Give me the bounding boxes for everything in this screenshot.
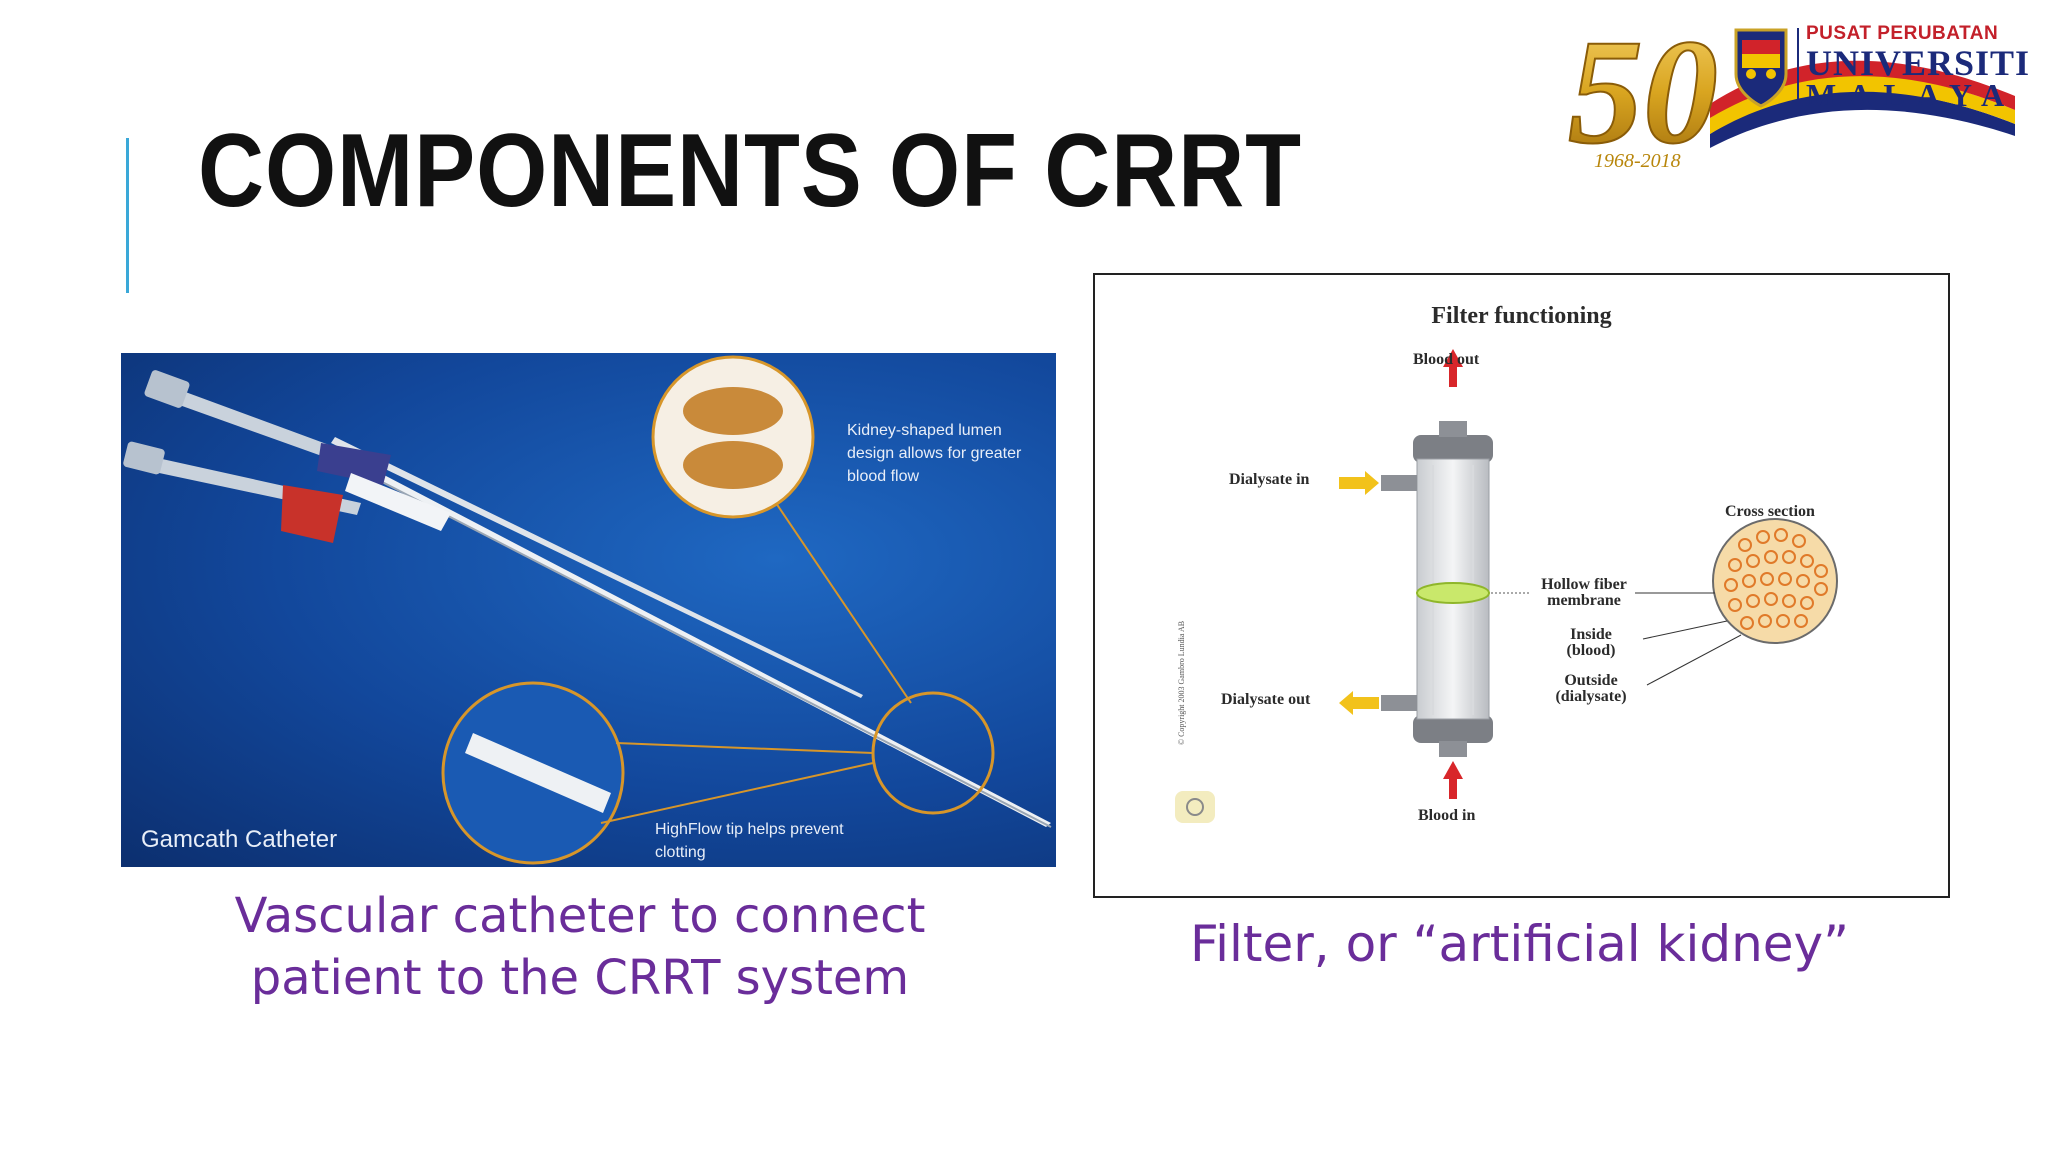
logo-line1: PUSAT PERUBATAN: [1806, 23, 1999, 44]
filter-diagram: Filter functioning Blood out Dialysate i…: [1093, 273, 1950, 898]
filter-title: Filter functioning: [1431, 303, 1612, 329]
catheter-image: Kidney-shaped lumen design allows for gr…: [121, 353, 1056, 867]
catheter-name: Gamcath Catheter: [141, 826, 338, 853]
cross-section-label: Cross section: [1725, 503, 1815, 520]
logo-years: 1968-2018: [1594, 150, 1681, 172]
slide-title: COMPONENTS OF CRRT: [198, 113, 1302, 229]
tip-note: HighFlow tip helps prevent clotting: [655, 821, 844, 861]
lumen-note: Kidney-shaped lumen design allows for gr…: [847, 422, 1022, 485]
logo-text: PUSAT PERUBATAN UNIVERSITI MALAYA: [1806, 24, 2030, 111]
catheter-caption-line1: Vascular catheter to connect: [234, 888, 926, 944]
logo-graphic: 50: [1567, 14, 2015, 176]
copyright-note: © Copyright 2003 Gambro Lundia AB: [1177, 620, 1186, 745]
dialysate-in-label: Dialysate in: [1229, 471, 1310, 488]
logo-line2: UNIVERSITI: [1806, 43, 2031, 83]
blood-in-label: Blood in: [1418, 807, 1476, 824]
catheter-illustration: [123, 355, 1052, 865]
filter-caption: Filter, or “artificial kidney”: [1189, 915, 1850, 973]
filter-illustration: [1175, 349, 1838, 823]
dialysate-out-label: Dialysate out: [1221, 691, 1311, 708]
outside-label: Outside (dialysate): [1555, 672, 1627, 705]
hollow-fiber-label: Hollow fiber membrane: [1541, 576, 1627, 609]
accent-bar: [126, 138, 129, 293]
catheter-caption-line2: patient to the CRRT system: [250, 950, 910, 1006]
catheter-caption: Vascular catheter to connect patient to …: [160, 885, 1000, 1009]
inside-label: Inside (blood): [1566, 626, 1616, 659]
svg-text:50: 50: [1568, 14, 1718, 175]
university-logo: 50 PUSAT PERUBATAN UNIVERSITI MALAYA 196…: [1560, 14, 2029, 184]
logo-line3: MALAYA: [1806, 77, 2017, 113]
blood-out-label: Blood out: [1413, 351, 1480, 368]
